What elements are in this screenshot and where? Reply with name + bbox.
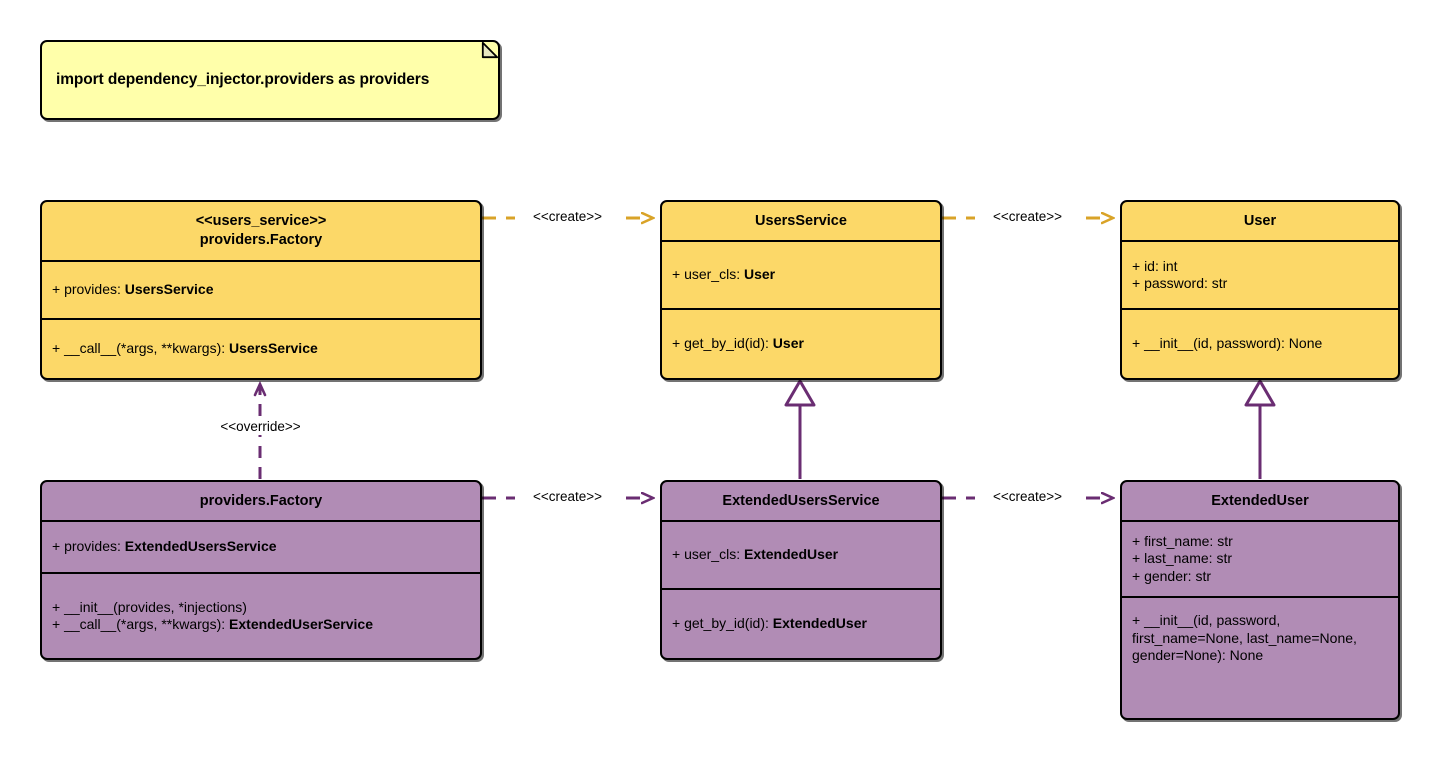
edge-label-create-top-left: <<create>> — [515, 209, 620, 225]
class-attributes: + id: int + password: str — [1122, 240, 1398, 308]
class-methods: + __call__(*args, **kwargs): UsersServic… — [42, 318, 480, 378]
class-methods: + get_by_id(id): User — [662, 308, 940, 378]
method-row: + __init__(id, password, first_name=None… — [1132, 612, 1357, 663]
attribute-row: + provides: ExtendedUsersService — [52, 538, 277, 555]
method-row: + get_by_id(id): ExtendedUser — [672, 615, 867, 632]
class-methods: + __init__(provides, *injections) + __ca… — [42, 572, 480, 658]
class-attributes: + provides: UsersService — [42, 260, 480, 318]
attribute-row: + user_cls: ExtendedUser — [672, 546, 839, 563]
method-row: + __call__(*args, **kwargs): ExtendedUse… — [52, 616, 373, 632]
class-name: providers.Factory — [199, 232, 323, 248]
class-attributes: + first_name: str + last_name: str + gen… — [1122, 520, 1398, 596]
edge-label-create-top-right: <<create>> — [975, 209, 1080, 225]
class-extended-factory[interactable]: providers.Factory + provides: ExtendedUs… — [40, 480, 482, 660]
class-attributes: + user_cls: ExtendedUser — [662, 520, 940, 588]
class-name: User — [1243, 212, 1277, 229]
class-methods: + get_by_id(id): ExtendedUser — [662, 588, 940, 658]
attribute-row: + first_name: str — [1132, 532, 1233, 549]
class-attributes: + provides: ExtendedUsersService — [42, 520, 480, 572]
attribute-row: + id: int — [1132, 257, 1178, 274]
note-import: import dependency_injector.providers as … — [40, 40, 500, 120]
class-name: ExtendedUser — [1211, 492, 1309, 509]
edge-label-create-bottom-left: <<create>> — [515, 489, 620, 505]
class-users-service-factory[interactable]: <<users_service>> providers.Factory + pr… — [40, 200, 482, 380]
edge-inherit-service — [784, 379, 816, 479]
class-stereotype: <<users_service>> — [195, 213, 327, 229]
attribute-row: + last_name: str — [1132, 550, 1232, 567]
attribute-row: + password: str — [1132, 275, 1228, 291]
class-name: providers.Factory — [199, 492, 323, 509]
method-row: + __call__(*args, **kwargs): UsersServic… — [52, 340, 318, 357]
edge-label-override: <<override>> — [203, 419, 318, 435]
class-header: UsersService — [662, 202, 940, 240]
class-header: ExtendedUser — [1122, 482, 1398, 520]
class-extended-user[interactable]: ExtendedUser + first_name: str + last_na… — [1120, 480, 1400, 720]
class-methods: + __init__(id, password): None — [1122, 308, 1398, 378]
method-row: + __init__(id, password): None — [1132, 335, 1323, 352]
class-header: providers.Factory — [42, 482, 480, 520]
method-row: + get_by_id(id): User — [672, 335, 804, 352]
note-text: import dependency_injector.providers as … — [56, 71, 430, 88]
class-name: UsersService — [755, 212, 847, 229]
class-header: ExtendedUsersService — [662, 482, 940, 520]
class-name: ExtendedUsersService — [722, 492, 880, 509]
class-users-service[interactable]: UsersService + user_cls: User + get_by_i… — [660, 200, 942, 380]
method-row: + __init__(provides, *injections) — [52, 598, 247, 615]
attribute-row: + gender: str — [1132, 567, 1211, 584]
class-user[interactable]: User + id: int + password: str + __init_… — [1120, 200, 1400, 380]
class-attributes: + user_cls: User — [662, 240, 940, 308]
attribute-row: + user_cls: User — [672, 266, 776, 283]
attribute-row: + provides: UsersService — [52, 281, 214, 298]
edge-inherit-user — [1244, 379, 1276, 479]
class-header: <<users_service>> providers.Factory — [42, 202, 480, 260]
class-header: User — [1122, 202, 1398, 240]
class-methods: + __init__(id, password, first_name=None… — [1122, 596, 1398, 718]
class-extended-users-service[interactable]: ExtendedUsersService + user_cls: Extende… — [660, 480, 942, 660]
edge-label-create-bottom-right: <<create>> — [975, 489, 1080, 505]
note-fold-icon — [481, 41, 499, 59]
